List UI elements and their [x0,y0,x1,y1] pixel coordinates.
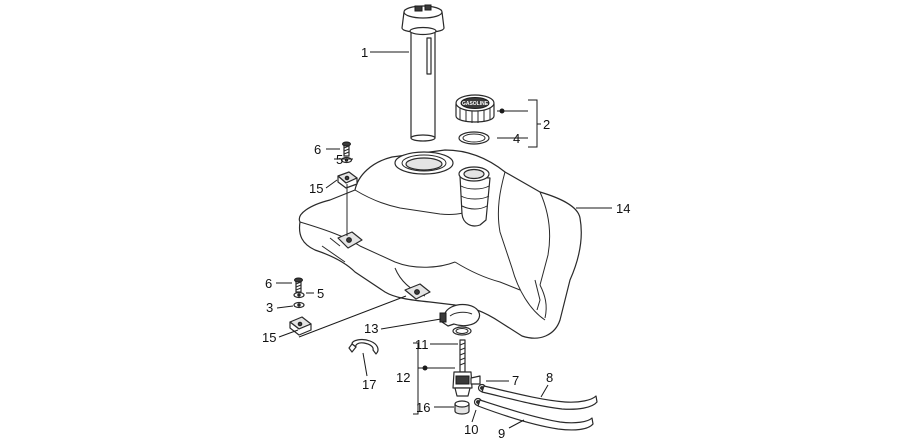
callout-15-lower: 15 [262,330,276,345]
callout-6-upper: 6 [314,142,321,157]
callout-labels: 1 2 4 6 5 15 14 6 5 3 15 13 11 12 16 7 8… [262,45,630,440]
filter-cup [454,400,470,415]
callout-9: 9 [498,426,505,440]
callout-3: 3 [266,300,273,315]
callout-7: 7 [512,373,519,388]
callout-10: 10 [464,422,478,437]
fuel-cap: GASOLINE [455,94,495,123]
callout-5-lower: 5 [317,286,324,301]
cap-gasket [458,131,490,145]
callout-1: 1 [361,45,368,60]
fuel-hose-8 [481,385,598,410]
callout-4: 4 [513,131,520,146]
callout-8: 8 [546,370,553,385]
upper-mount-hardware [337,141,358,236]
callout-13: 13 [364,321,378,336]
lower-mount-hardware [289,277,312,336]
fuel-tank [298,149,582,339]
callout-5-upper: 5 [336,152,343,167]
leader-lines [276,51,612,429]
callout-12: 12 [396,370,410,385]
callout-16: 16 [416,400,430,415]
circlip [348,338,379,355]
callout-17: 17 [362,377,376,392]
callout-11: 11 [415,337,429,352]
cap-label: GASOLINE [462,101,489,107]
o-ring [452,326,472,336]
hose-clamp [439,303,481,327]
callout-15-upper: 15 [309,181,323,196]
callout-2: 2 [543,117,550,132]
fuel-tap [452,339,481,397]
fuel-level-sender [401,4,445,142]
callout-6-lower: 6 [265,276,272,291]
callout-14: 14 [616,201,630,216]
